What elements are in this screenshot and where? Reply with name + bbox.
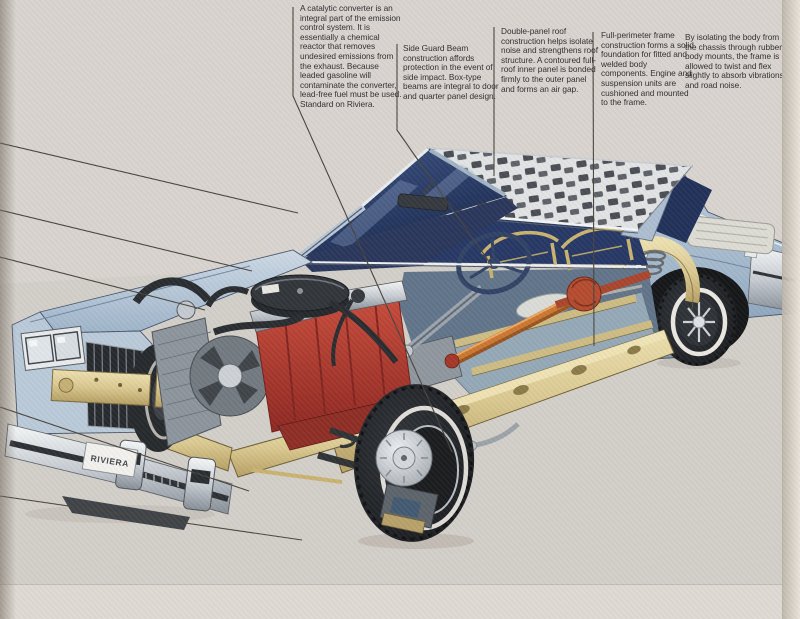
page-bottom-margin (0, 584, 800, 619)
leader-left-c (0, 256, 206, 311)
page-gutter-shadow (0, 0, 16, 619)
dashboard (300, 197, 518, 272)
leader-catalytic-converter (292, 7, 453, 453)
fuel-tank (686, 215, 776, 255)
license-plate: RIVIERA (81, 441, 139, 478)
air-cleaner (250, 274, 350, 318)
radiator-and-fan (151, 300, 271, 447)
leader-side-guard-beam (396, 44, 493, 267)
annotation-text: Double-panel roof construction helps iso… (501, 26, 598, 94)
leader-left-a (0, 142, 299, 214)
annotation-side-guard-beam: Side Guard Beam construction affords pro… (403, 43, 499, 102)
annotation-double-panel-roof: Double-panel roof construction helps iso… (501, 26, 598, 94)
rearview-mirror (397, 183, 449, 212)
hoses (132, 277, 399, 367)
rear-window (648, 172, 712, 243)
steering-assembly (400, 231, 532, 358)
driveshaft (444, 295, 575, 369)
annotation-text: Side Guard Beam construction affords pro… (403, 43, 499, 101)
page-edge (782, 0, 800, 619)
annotation-catalytic-converter: A catalytic converter is an integral par… (300, 3, 404, 110)
annotation-full-perimeter-frame: Full-perimeter frame construction forms … (601, 30, 696, 108)
annotation-text: Full-perimeter frame construction forms … (601, 30, 694, 108)
leader-full-perimeter-frame (592, 31, 595, 347)
front-wheel (353, 384, 475, 542)
rear-axle-differential (554, 270, 652, 312)
annotation-text: A catalytic converter is an integral par… (300, 3, 402, 109)
leader-left-b (0, 209, 253, 272)
annotation-text: By isolating the body from the chassis t… (685, 32, 784, 90)
leader-left-d (0, 406, 250, 492)
annotation-body-isolation: By isolating the body from the chassis t… (685, 32, 787, 91)
leader-lines (0, 7, 595, 541)
beltline-trim (301, 261, 647, 270)
headlights (20, 325, 86, 371)
leader-left-e (0, 495, 303, 541)
